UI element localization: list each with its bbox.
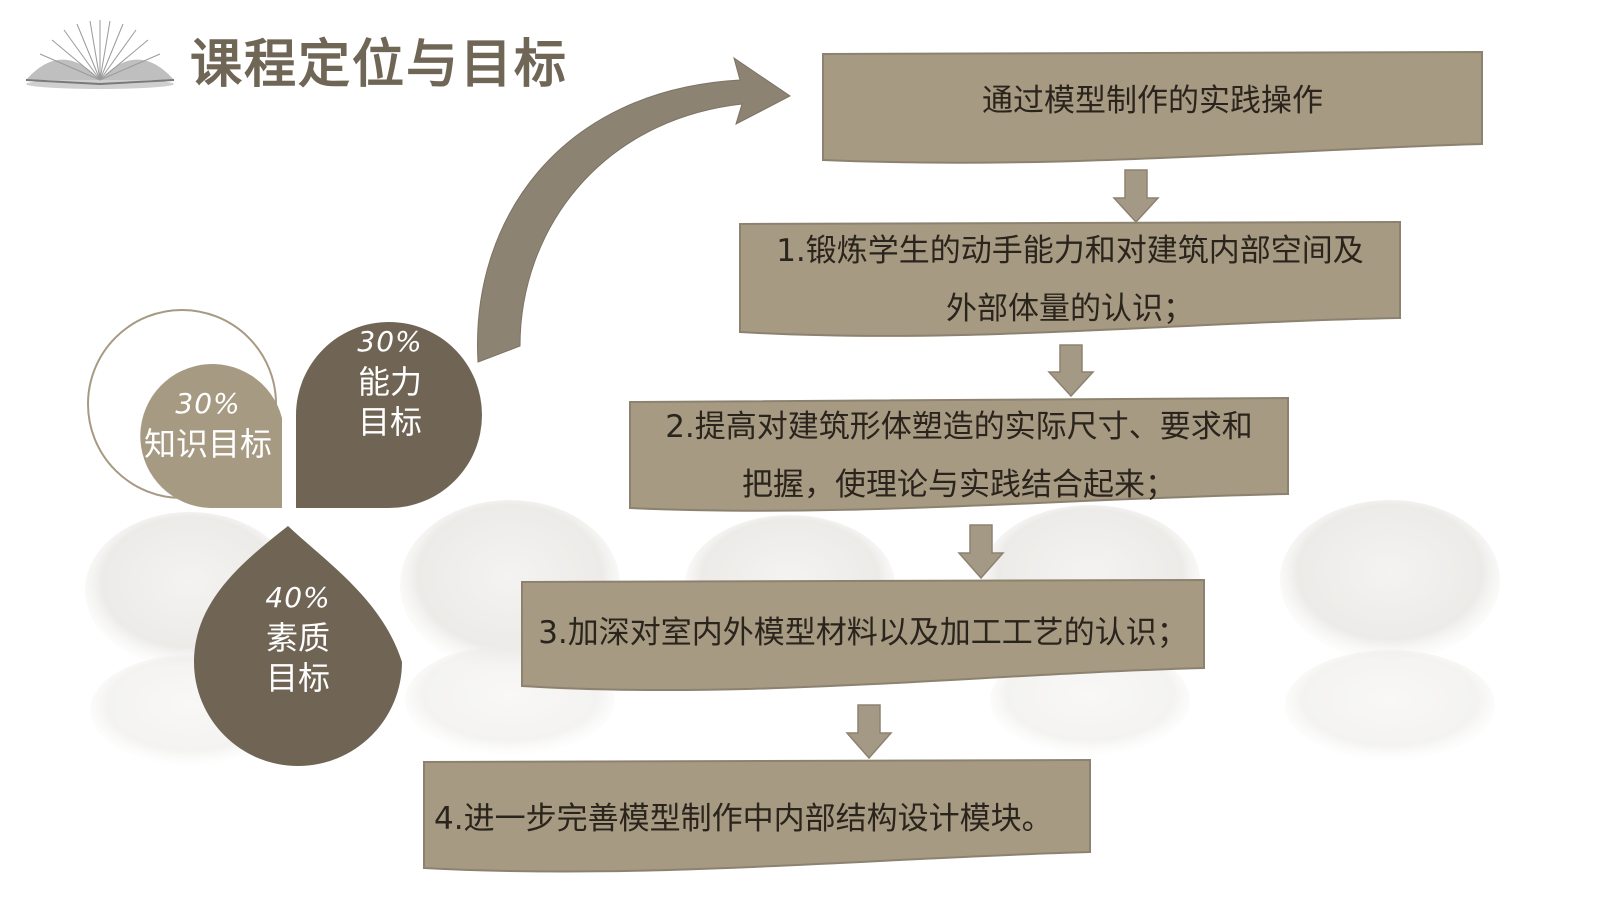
- curved-arrow: [477, 56, 791, 363]
- step-2-text: 2.提高对建筑形体塑造的实际尺寸、要求和 把握，使理论与实践结合起来；: [665, 409, 1253, 503]
- step-4-text: 4.进一步完善模型制作中内部结构设计模块。: [434, 801, 1053, 837]
- step-box-2: [629, 396, 1289, 512]
- quality-goal-label: 40% 素质 目标: [238, 578, 358, 698]
- step-1-text: 1.锻炼学生的动手能力和对建筑内部空间及 外部体量的认识；: [776, 233, 1364, 327]
- knowledge-percent: 30%: [175, 387, 241, 420]
- ability-percent: 30%: [357, 325, 423, 358]
- open-book-icon: [25, 20, 175, 89]
- step-box-1: [739, 220, 1401, 337]
- quality-title-line2: 目标: [265, 659, 330, 697]
- ability-title-line1: 能力: [357, 363, 422, 401]
- page-title: 课程定位与目标: [190, 35, 569, 95]
- knowledge-goal-label: 30% 知识目标: [138, 384, 278, 464]
- step-intro-text: 通过模型制作的实践操作: [982, 83, 1323, 119]
- down-arrow-4: [845, 704, 893, 760]
- step-box-4: [423, 758, 1091, 873]
- quality-petal: [194, 526, 402, 766]
- step-box-3: [521, 578, 1205, 692]
- knowledge-title: 知识目标: [143, 425, 272, 463]
- quality-title-line1: 素质: [265, 619, 330, 657]
- ability-petal: [296, 322, 482, 508]
- down-arrow-2: [1047, 344, 1095, 398]
- down-arrow-1: [1112, 169, 1160, 224]
- ability-title-line2: 目标: [357, 403, 422, 441]
- step-3-text: 3.加深对室内外模型材料以及加工工艺的认识；: [538, 615, 1188, 651]
- down-arrow-3: [957, 524, 1005, 580]
- step-box-intro: [822, 50, 1483, 164]
- ability-goal-label: 30% 能力 目标: [330, 322, 450, 442]
- knowledge-petal: [140, 364, 282, 508]
- quality-percent: 40%: [265, 581, 331, 614]
